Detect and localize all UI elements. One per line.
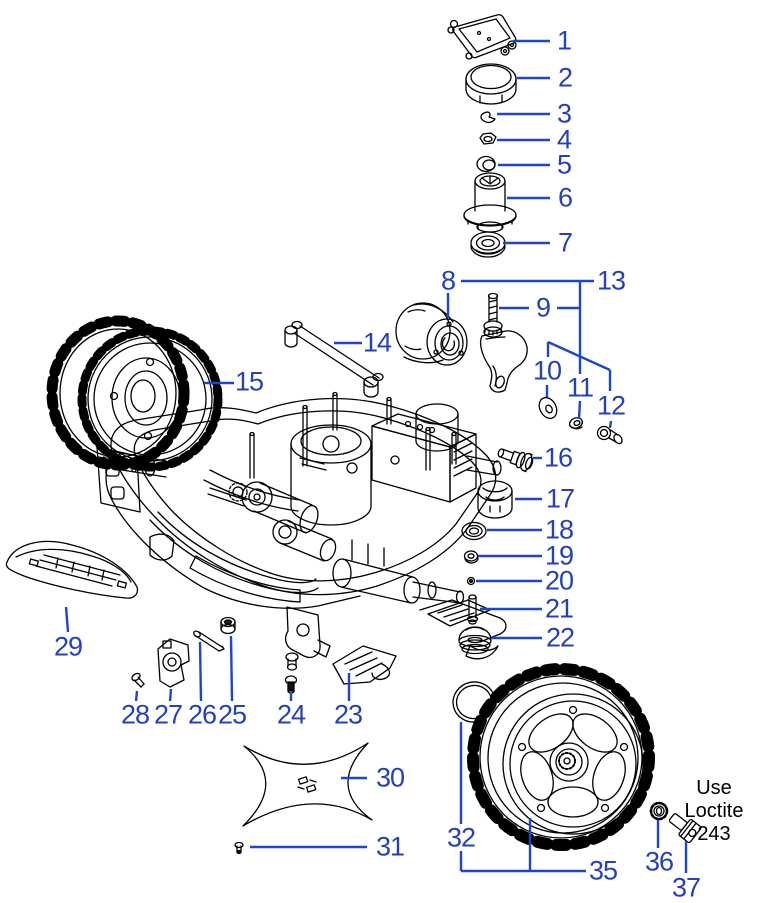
leader-line-28 <box>134 690 139 702</box>
callout-label-37: 37 <box>671 872 701 903</box>
callout-label-20: 20 <box>544 565 574 596</box>
leader-line-25 <box>229 635 234 702</box>
part-17-hub-cap-drawing <box>477 480 513 519</box>
part-28-screw-drawing <box>131 672 145 688</box>
callout-label-25: 25 <box>217 699 247 730</box>
callout-label-9: 9 <box>535 292 551 323</box>
leader-line-29 <box>64 606 70 633</box>
callout-label-8: 8 <box>440 265 456 296</box>
part-25-nut-drawing <box>220 616 236 635</box>
part-8-caster-wheel-drawing <box>395 302 468 366</box>
part-24-plug-screw-drawing <box>284 652 299 694</box>
leader-lines <box>64 39 688 873</box>
part-12-bolt-drawing <box>596 425 623 445</box>
part-2-cap-drawing <box>465 63 517 105</box>
callout-label-11: 11 <box>566 372 594 403</box>
callout-label-4: 4 <box>556 124 572 155</box>
callout-label-3: 3 <box>556 98 572 129</box>
loctite-note: Use Loctite 243 <box>682 777 746 846</box>
leader-line-10-12-branch <box>547 340 611 372</box>
callout-label-18: 18 <box>544 514 574 545</box>
loctite-note-line-1: Use <box>696 777 732 799</box>
callout-label-15: 15 <box>234 366 264 397</box>
callout-label-22: 22 <box>545 622 575 653</box>
part-11-nut-drawing <box>569 417 583 430</box>
part-22-dome-cap-drawing <box>458 626 492 655</box>
part-3-clip-drawing <box>480 111 496 124</box>
part-23-skid-plate-drawing <box>332 645 397 685</box>
callout-label-1: 1 <box>556 25 572 56</box>
part-26-pin-drawing <box>193 630 225 652</box>
part-30-blade-drawing <box>242 742 373 827</box>
part-35-rear-wheel-drawing <box>467 663 655 851</box>
callout-label-5: 5 <box>556 149 572 180</box>
callout-label-35: 35 <box>588 855 618 886</box>
part-29-bumper-drawing <box>5 540 139 599</box>
callout-label-26: 26 <box>187 699 217 730</box>
part-14-crossbar-drawing <box>284 320 384 398</box>
callout-label-14: 14 <box>362 327 392 358</box>
callout-label-24: 24 <box>276 699 306 730</box>
part-37-wheel-bolt-drawing <box>668 813 702 844</box>
part-6-spindle-drawing <box>463 172 517 233</box>
callout-label-30: 30 <box>375 762 405 793</box>
chassis-assembly-drawing <box>96 391 507 660</box>
leader-line-27 <box>168 688 173 702</box>
part-36-lock-nut-drawing <box>649 801 669 821</box>
callout-label-16: 16 <box>543 442 573 473</box>
leader-line-11 <box>577 400 582 420</box>
part-27-bracket-drawing <box>157 638 190 688</box>
part-21-pin-drawing <box>466 594 479 625</box>
callout-label-23: 23 <box>333 699 363 730</box>
callout-label-36: 36 <box>644 846 674 877</box>
part-31-blade-screw-drawing <box>234 841 244 855</box>
leader-line-26 <box>198 641 203 702</box>
callout-label-17: 17 <box>545 483 575 514</box>
part-20-screw-drawing <box>466 576 476 586</box>
callout-label-28: 28 <box>120 699 150 730</box>
part-10-washer-drawing <box>538 396 558 420</box>
part-9-caster-bracket-drawing <box>479 292 528 393</box>
callout-label-21: 21 <box>544 593 574 624</box>
part-7-bearing-drawing <box>470 231 506 258</box>
callout-label-13: 13 <box>596 265 626 296</box>
part-19-nut-drawing <box>463 550 479 564</box>
callout-label-7: 7 <box>557 227 573 258</box>
callout-label-6: 6 <box>557 182 573 213</box>
callout-label-27: 27 <box>153 699 183 730</box>
callout-label-29: 29 <box>53 631 83 662</box>
callout-label-31: 31 <box>375 831 405 862</box>
callout-label-32: 32 <box>446 822 476 853</box>
leader-line-12 <box>608 370 613 429</box>
callout-label-10: 10 <box>532 355 562 386</box>
part-18-washer-drawing <box>461 521 487 541</box>
leader-line-10 <box>545 342 550 397</box>
loctite-note-line-2: Loctite <box>684 800 744 822</box>
part-4-nut-drawing <box>479 132 497 145</box>
part-1-cover-plate-drawing <box>447 14 517 60</box>
part-5-oring-drawing <box>476 155 496 173</box>
loctite-note-line-3: 243 <box>697 823 731 845</box>
callout-label-19: 19 <box>544 540 574 571</box>
callout-label-2: 2 <box>557 62 573 93</box>
part-16-shoulder-bolt-drawing <box>497 448 534 473</box>
callout-label-12: 12 <box>596 390 626 421</box>
